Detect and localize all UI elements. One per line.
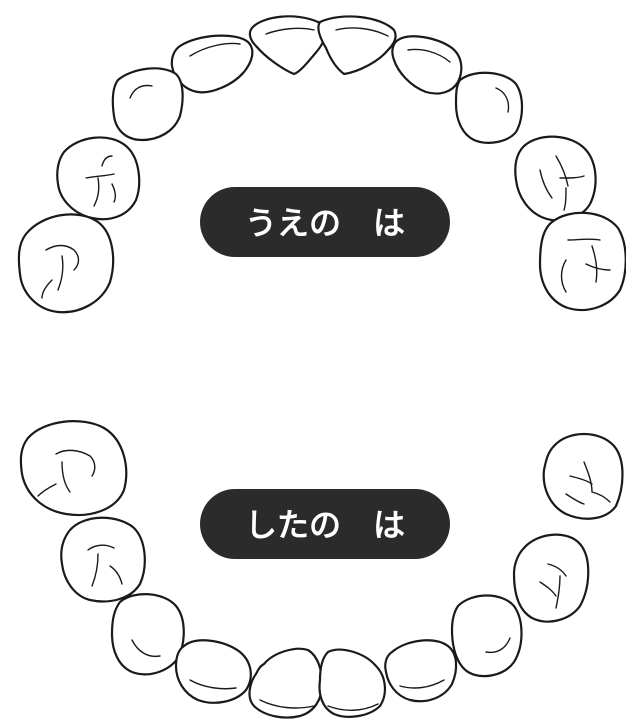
upper-arch-label-text: うえの は: [245, 204, 405, 242]
lower-second-molar-right: [542, 433, 624, 520]
upper-canine-left: [111, 67, 184, 142]
upper-first-molar-right: [514, 135, 597, 222]
lower-arch: したの は: [19, 420, 624, 719]
lower-arch-label-text: したの は: [245, 506, 405, 544]
upper-first-molar-left: [56, 136, 141, 221]
lower-second-molar-left: [19, 420, 128, 516]
lower-lateral-incisor-left: [174, 639, 252, 704]
lower-central-incisor-left: [248, 647, 324, 719]
upper-second-molar-left: [17, 213, 115, 314]
lower-lateral-incisor-right: [384, 639, 458, 703]
upper-arch-label: うえの は: [200, 187, 450, 257]
lower-canine-right: [450, 594, 523, 678]
lower-first-molar-left: [60, 516, 146, 603]
lower-arch-label: したの は: [200, 489, 450, 559]
upper-central-incisor-right: [317, 15, 397, 76]
upper-second-molar-right: [538, 211, 626, 312]
upper-lateral-incisor-right: [391, 35, 463, 95]
lower-canine-left: [110, 593, 185, 676]
lower-first-molar-right: [512, 533, 590, 623]
upper-canine-right: [454, 71, 524, 144]
upper-lateral-incisor-left: [170, 34, 254, 94]
upper-arch: うえの は: [17, 15, 626, 314]
upper-central-incisor-left: [248, 15, 326, 76]
lower-central-incisor-right: [318, 648, 386, 718]
